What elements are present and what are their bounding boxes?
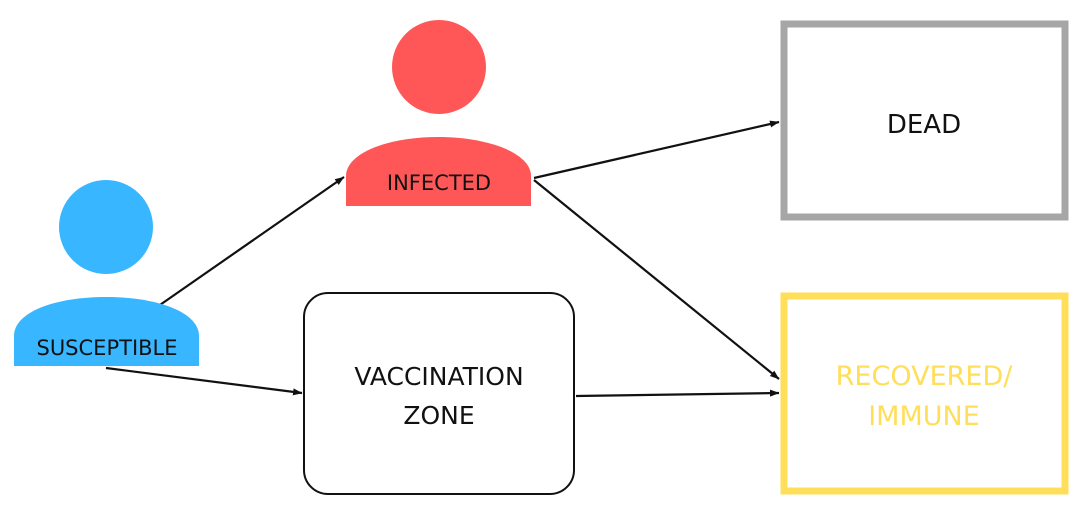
dead-box bbox=[780, 20, 1069, 221]
infected-node: INFECTED bbox=[346, 20, 531, 206]
edge-infected-to-dead bbox=[533, 120, 780, 180]
susceptible-head-icon bbox=[59, 180, 153, 274]
edges bbox=[105, 120, 780, 398]
edge-infected-to-recovered bbox=[533, 179, 780, 380]
susceptible-label: SUSCEPTIBLE bbox=[36, 336, 177, 360]
dead-node: DEAD bbox=[780, 20, 1069, 221]
edge-vaccination-to-recovered bbox=[575, 389, 780, 398]
recovered-immune-box bbox=[780, 292, 1069, 495]
recovered-label-line2: IMMUNE bbox=[868, 401, 980, 432]
susceptible-body-icon bbox=[14, 297, 199, 366]
dead-label: DEAD bbox=[887, 110, 961, 140]
infected-head-icon bbox=[392, 20, 486, 114]
infected-label: INFECTED bbox=[387, 171, 491, 195]
recovered-label-line1: RECOVERED/ bbox=[836, 361, 1014, 392]
recovered-immune-node: RECOVERED/ IMMUNE bbox=[780, 292, 1069, 495]
edge-susceptible-to-vaccination bbox=[105, 366, 303, 396]
susceptible-node: SUSCEPTIBLE bbox=[14, 180, 199, 366]
vaccination-zone-label-line2: ZONE bbox=[403, 401, 474, 430]
infected-body-icon bbox=[346, 137, 531, 206]
vaccination-zone-box bbox=[303, 292, 575, 495]
vaccination-zone-label-line1: VACCINATION bbox=[354, 362, 523, 391]
vaccination-zone-node: VACCINATION ZONE bbox=[303, 292, 575, 495]
edge-susceptible-to-infected bbox=[156, 176, 345, 308]
